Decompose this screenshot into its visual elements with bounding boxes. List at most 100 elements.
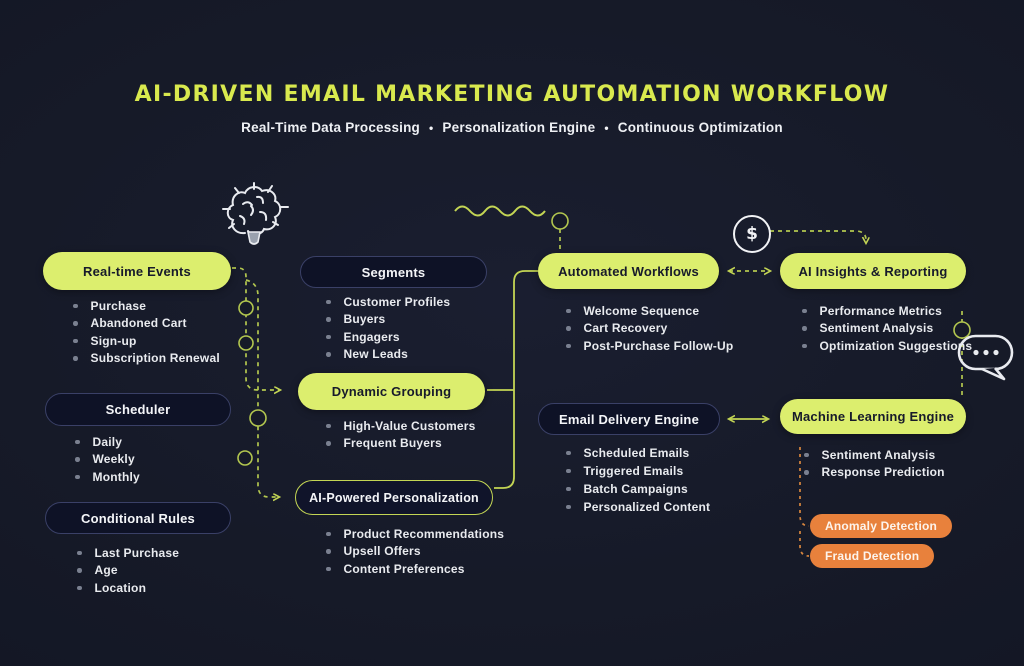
- list-item: Weekly: [75, 451, 231, 469]
- list-item: Scheduled Emails: [566, 444, 720, 462]
- bullet-dot: [566, 343, 571, 348]
- node-segments: Segments Customer Profiles Buyers Engage…: [300, 256, 487, 363]
- node-email-delivery-engine: Email Delivery Engine Scheduled Emails T…: [538, 403, 720, 516]
- node-label: Real-time Events: [83, 263, 191, 279]
- list-item: Engagers: [326, 328, 487, 346]
- bullet-dot: [566, 450, 571, 456]
- bullet-dot: [802, 326, 807, 331]
- bullet-dot: [326, 317, 331, 322]
- ai-insights-reporting-pill: AI Insights & Reporting: [780, 253, 966, 289]
- subtitle-item: Real-Time Data Processing: [241, 120, 420, 135]
- bullet-dot: [73, 303, 78, 308]
- list-item: Post-Purchase Follow-Up: [566, 337, 733, 355]
- bullet-dot: [77, 568, 82, 573]
- bullet-dot: [326, 549, 331, 554]
- page-title: AI-DRIVEN EMAIL MARKETING AUTOMATION WOR…: [134, 82, 890, 107]
- list-item: Batch Campaigns: [566, 480, 720, 498]
- ai-insights-reporting-list: Performance Metrics Sentiment Analysis O…: [802, 302, 972, 355]
- real-time-events-pill: Real-time Events: [43, 252, 231, 290]
- list-item: Age: [77, 562, 231, 580]
- list-item: Subscription Renewal: [73, 350, 231, 368]
- node-label: Email Delivery Engine: [558, 411, 700, 427]
- conditional-rules-pill: Conditional Rules: [45, 502, 231, 534]
- scheduler-pill: Scheduler: [45, 393, 231, 426]
- list-item: Purchase: [73, 297, 231, 315]
- segments-list: Customer Profiles Buyers Engagers New Le…: [326, 293, 487, 363]
- bullet-dot: [566, 486, 571, 492]
- bullet-dot: [75, 457, 80, 462]
- bullet-dot: [326, 334, 331, 339]
- node-ai-powered-personalization: AI-Powered Personalization Product Recom…: [295, 480, 504, 578]
- wave-squiggle-icon: [454, 205, 546, 217]
- bullet-dot: [77, 550, 82, 555]
- bullet-separator: •: [604, 121, 609, 135]
- page-subtitle: Real-Time Data Processing • Personalizatio…: [0, 120, 1024, 135]
- list-item: Sentiment Analysis: [804, 446, 966, 464]
- bullet-dot: [73, 356, 78, 361]
- bullet-dot: [326, 352, 331, 357]
- bullet-dot: [566, 308, 571, 313]
- anomaly-detection-badge: Anomaly Detection: [810, 514, 953, 538]
- bullet-dot: [77, 585, 82, 590]
- bullet-dot: [326, 441, 331, 446]
- list-item: Cart Recovery: [566, 320, 719, 338]
- list-item: Response Prediction: [804, 464, 966, 482]
- list-item: Last Purchase: [77, 544, 231, 562]
- list-item: Customer Profiles: [326, 293, 487, 311]
- bullet-dot: [75, 439, 80, 444]
- bullet-dot: [802, 308, 807, 313]
- node-label: Scheduler: [105, 402, 171, 417]
- list-item: Optimization Suggestions: [802, 337, 972, 355]
- automated-workflows-pill: Automated Workflows: [538, 253, 719, 289]
- dollar-coin-icon: $: [733, 215, 771, 253]
- node-label: Machine Learning Engine: [791, 409, 955, 424]
- email-delivery-engine-list: Scheduled Emails Triggered Emails Batch …: [566, 444, 720, 516]
- ai-powered-personalization-list: Product Recommendations Upsell Offers Co…: [326, 525, 504, 578]
- list-item: Product Recommendations: [326, 525, 504, 543]
- bullet-dot: [75, 474, 80, 479]
- bullet-dot: [73, 321, 78, 326]
- list-item: Buyers: [326, 311, 487, 329]
- list-item: Frequent Buyers: [326, 435, 485, 453]
- list-item: Upsell Offers: [326, 543, 493, 561]
- bullet-dot: [566, 468, 571, 474]
- subtitle-item: Personalization Engine: [442, 120, 596, 135]
- automated-workflows-list: Welcome Sequence Cart Recovery Post-Purc…: [566, 302, 733, 355]
- segments-pill: Segments: [300, 256, 487, 288]
- subtitle-item: Continuous Optimization: [617, 120, 783, 135]
- chat-bubble-icon: [955, 332, 1019, 391]
- node-label: Conditional Rules: [81, 510, 195, 526]
- bullet-dot: [326, 531, 331, 536]
- node-real-time-events: Real-time Events Purchase Abandoned Cart…: [43, 252, 231, 367]
- bullet-separator: •: [429, 121, 434, 135]
- list-item: Performance Metrics: [802, 302, 966, 320]
- machine-learning-engine-pill: Machine Learning Engine: [780, 399, 966, 434]
- node-label: Automated Workflows: [558, 263, 699, 279]
- bullet-dot: [566, 326, 571, 331]
- bullet-dot: [804, 470, 809, 475]
- list-item: New Leads: [326, 346, 487, 364]
- brain-idea-icon: [215, 180, 291, 259]
- bullet-dot: [326, 566, 331, 571]
- node-label: Dynamic Grouping: [331, 384, 452, 399]
- dynamic-grouping-pill: Dynamic Grouping: [298, 373, 485, 410]
- dollar-glyph: $: [746, 224, 758, 244]
- node-dynamic-grouping: Dynamic Grouping High-Value Customers Fr…: [298, 373, 485, 452]
- bullet-dot: [802, 343, 807, 348]
- bullet-dot: [326, 423, 331, 428]
- node-label: AI-Powered Personalization: [309, 490, 479, 505]
- list-item: Content Preferences: [326, 560, 493, 578]
- dynamic-grouping-list: High-Value Customers Frequent Buyers: [326, 417, 485, 452]
- list-item: Welcome Sequence: [566, 302, 719, 320]
- list-item: Sign-up: [73, 332, 231, 350]
- list-item: Daily: [75, 433, 231, 451]
- list-item: Personalized Content: [566, 498, 720, 516]
- node-ai-insights-reporting: AI Insights & Reporting Performance Metr…: [780, 253, 972, 355]
- real-time-events-list: Purchase Abandoned Cart Sign-up Subscrip…: [73, 297, 231, 367]
- node-label: AI Insights & Reporting: [798, 263, 948, 279]
- machine-learning-engine-list: Sentiment Analysis Response Prediction: [804, 446, 966, 481]
- list-item: Sentiment Analysis: [802, 320, 966, 338]
- bullet-dot: [326, 299, 331, 304]
- bullet-dot: [804, 452, 809, 457]
